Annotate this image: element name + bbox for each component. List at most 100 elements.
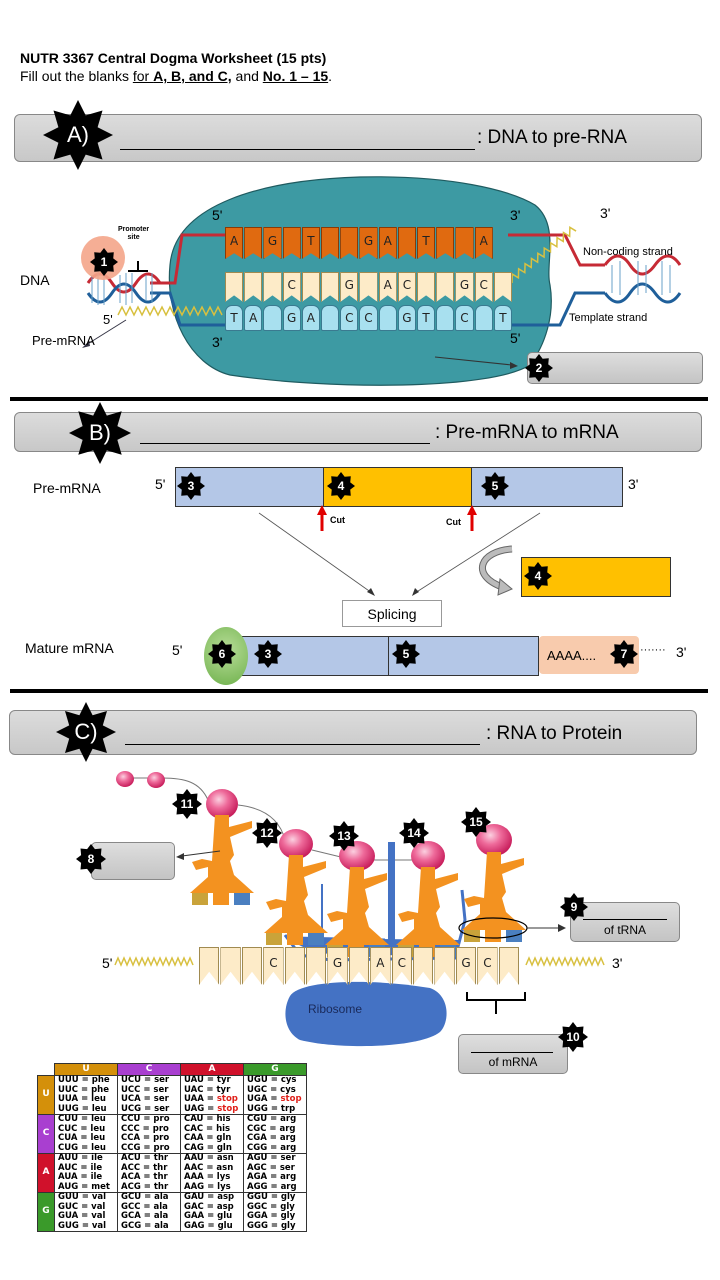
mature-exon-5 [388,636,539,676]
cut-label-left: Cut [330,515,345,525]
marker-3-mature: 3 [254,640,282,668]
nucleotide-cell [436,305,455,331]
answer-box-10[interactable]: of mRNA [458,1034,568,1074]
nucleotide-cell: T [225,305,244,331]
trna-molecule [264,855,328,945]
nucleotide-cell: A [378,272,397,302]
codon-entry: ACU = thr [121,1153,169,1163]
pre-mrna-exon-5 [471,467,623,507]
nucleotide-cell [263,305,282,331]
prime-3-bottom: 3' [212,334,223,350]
codon-entry: AUU = ile [58,1153,103,1163]
codon-entry: UCC = ser [121,1084,169,1095]
codon-entry: GGA = gly [247,1211,296,1221]
answer-9-blank[interactable] [583,919,667,920]
nucleotide-cell: G [397,305,416,331]
codon-entry: UAU = tyr [184,1075,231,1085]
codon-entry: UGA = stop [247,1094,302,1104]
answer-box-8[interactable] [91,842,175,880]
codon-table-header: G [243,1063,307,1076]
pre-mrna-intron-4 [323,467,473,507]
codon-table-row-label: U [37,1075,55,1115]
section-divider-2 [10,689,708,693]
codon-entry: GUC = val [58,1201,106,1212]
mrna-prime-3: 3' [612,955,623,971]
codon-entry: CUC = leu [58,1123,106,1134]
codon-entry: ACC = thr [121,1162,168,1173]
anticodon-base [485,930,501,942]
non-coding-strand-label: Non-coding strand [583,246,673,258]
marker-10: 10 [554,1022,592,1052]
section-a-answer-blank[interactable] [120,149,475,150]
codon-entry: UCA = ser [121,1094,169,1104]
codon-entry: GUA = val [58,1211,106,1221]
trna-molecule [396,867,460,957]
nucleotide-cell: C [477,947,498,985]
codon-entry: GCG = ala [121,1220,169,1231]
answer-box-9[interactable]: of tRNA [570,902,680,942]
pre-mrna-row-label: Pre-mRNA [33,480,101,496]
codon-entry: GUG = val [58,1220,107,1231]
dna-helix-right [603,254,682,304]
nucleotide-cell: G [327,947,348,985]
marker-15: 15 [457,807,495,837]
codon-entry: GGC = gly [247,1201,295,1212]
worksheet-instructions: Fill out the blanks for A, B, and C, and… [20,68,333,84]
marker-4: 4 [327,472,355,500]
section-c-title: : RNA to Protein [486,723,623,744]
codon-entry: GAC = asp [184,1201,234,1212]
codon-entry: AAU = asn [184,1153,234,1163]
codon-entry: CGU = arg [247,1114,297,1124]
codon-entry: UGC = cys [247,1084,296,1095]
section-b-title: : Pre-mRNA to mRNA [435,422,619,443]
mrna-3-squiggle [525,956,605,967]
codon-entry: UAA = stop [184,1094,238,1104]
splicing-arrows [258,505,541,596]
nucleotide-cell: C [340,305,359,331]
codon-entry: AGC = ser [247,1162,295,1173]
marker-13: 13 [325,821,363,851]
codon-entry: CCA = pro [121,1133,170,1143]
anticodon-base [287,933,303,945]
section-c-answer-blank[interactable] [125,744,480,745]
trna-molecule [462,852,526,942]
nucleotide-cell: C [455,305,474,331]
marker-3: 3 [177,472,205,500]
codon-entry: GCC = ala [121,1201,168,1212]
marker-7: 7 [610,640,638,668]
answer-10-blank[interactable] [471,1052,553,1053]
codon-entry: AUG = met [58,1181,110,1192]
anticodon-base [234,893,250,905]
codon-entry: AUC = ile [58,1162,103,1173]
codon-entry: AGA = arg [247,1172,297,1182]
nucleotide-cell: A [244,305,263,331]
of-trna-label: of tRNA [603,923,646,937]
prime-5-bottom: 5' [510,330,521,346]
pre-mrna-label: Pre-mRNA [32,333,95,348]
prime-3-top: 3' [510,207,521,223]
anticodon-base [213,893,229,905]
nucleotide-cell: G [282,305,301,331]
codon-entry: UUA = leu [58,1094,106,1104]
prime-5-rna: 5' [103,312,113,327]
pre-mrna-prime-3: 3' [628,476,639,492]
codon-table-header: U [54,1063,118,1076]
answer-box-2[interactable] [527,352,703,384]
codon-entry: AUA = ile [58,1172,103,1182]
marker-8: 8 [76,844,106,874]
section-b-answer-blank[interactable] [140,443,430,444]
nucleotide-cell [378,305,397,331]
nucleotide-cell: G [455,272,474,302]
worksheet-title: NUTR 3367 Central Dogma Worksheet (15 pt… [20,50,327,66]
marker-11: 11 [168,789,206,819]
